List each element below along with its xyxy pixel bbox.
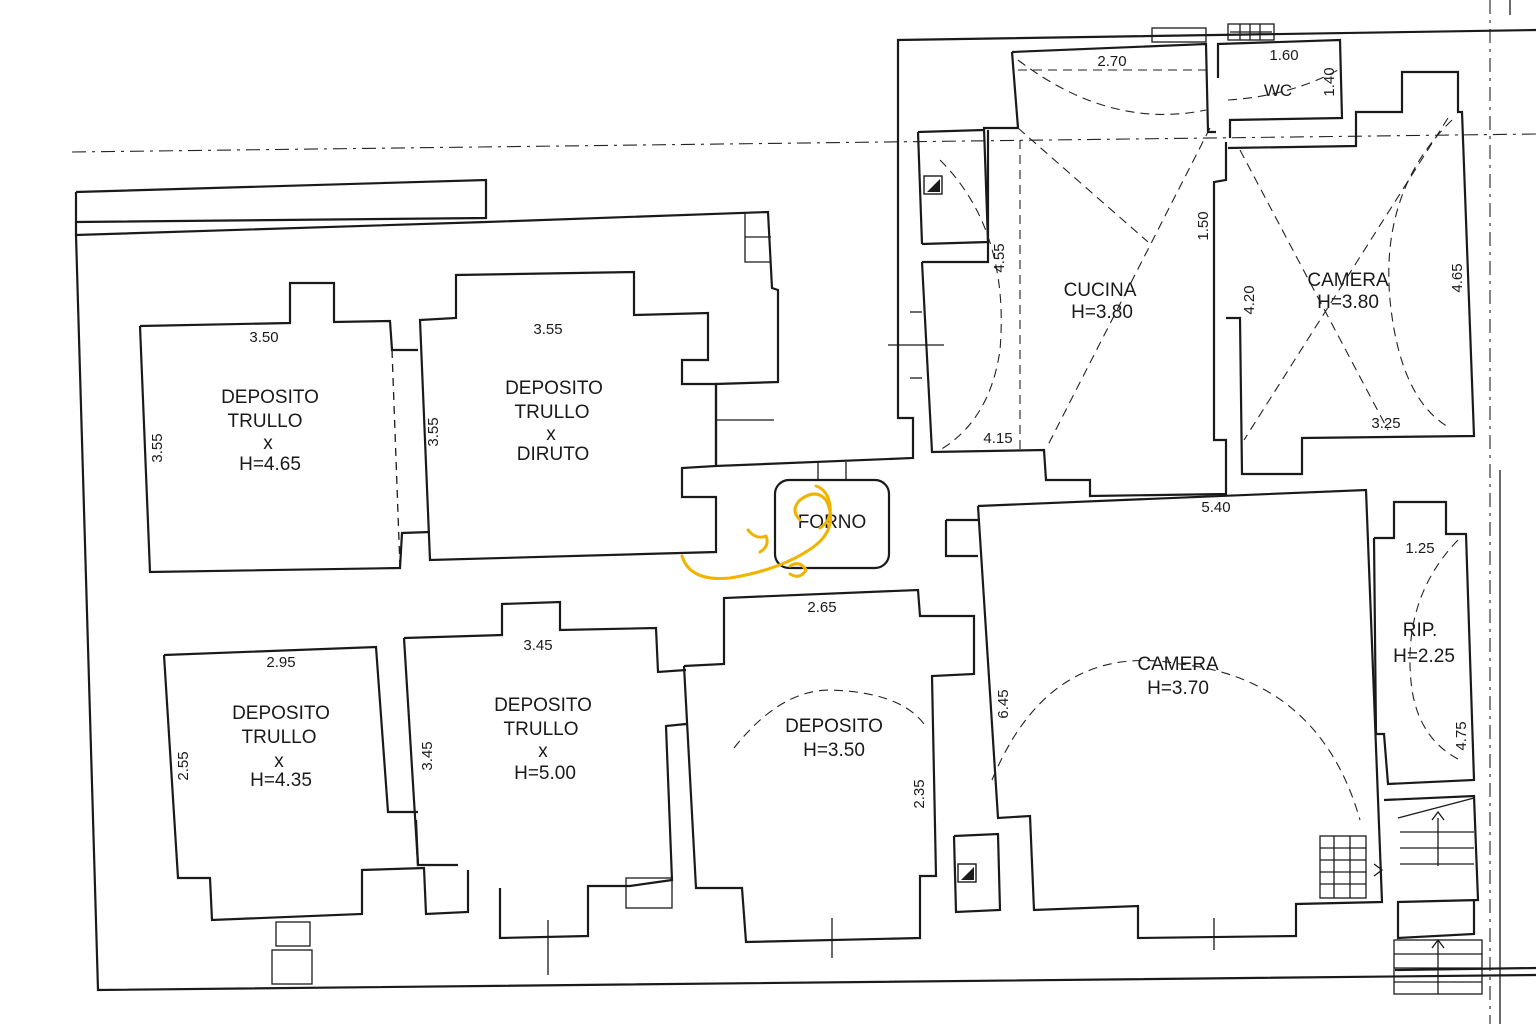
- dim-height: 6.45: [995, 689, 1012, 718]
- room-label: DIRUTO: [517, 444, 589, 465]
- room-height: H=3.80: [1317, 292, 1379, 313]
- room-label: DEPOSITO: [494, 695, 592, 716]
- room-label: x: [538, 741, 548, 762]
- dim-width: 3.55: [533, 321, 562, 338]
- room-height: H=5.00: [514, 763, 576, 784]
- room-height: H=4.65: [239, 454, 301, 475]
- room-label: CAMERA: [1137, 654, 1219, 675]
- room-camera-main: 5.40 6.45 CAMERA H=3.70: [944, 488, 1384, 950]
- room-height: H=3.70: [1147, 678, 1209, 699]
- room-label: x: [263, 433, 273, 454]
- room-forno: FORNO: [773, 462, 891, 570]
- room-wc: 1.60 1.40 WC: [1151, 23, 1344, 138]
- stairs-icon: [957, 863, 977, 883]
- dim-height: 4.20: [1241, 285, 1258, 314]
- room-label: DEPOSITO: [505, 378, 603, 399]
- room-label: DEPOSITO: [221, 387, 319, 408]
- dim-height: 3.55: [425, 417, 442, 446]
- dim-width: 2.70: [1097, 53, 1126, 70]
- room-label: x: [274, 751, 284, 772]
- room-deposito-trullo-2: 2.95 2.55 DEPOSITO TRULLO x H=4.35: [162, 645, 470, 985]
- stairs-icon: [923, 175, 943, 195]
- dim-width: 5.40: [1201, 499, 1230, 516]
- room-label: WC: [1264, 81, 1292, 100]
- reference-lines: [71, 0, 1536, 1024]
- room-label: CUCINA: [1064, 280, 1137, 301]
- dim-height: 1.40: [1321, 67, 1338, 96]
- room-cucina: 2.70 4.55 4.15 1.50 CUCINA H=3.80: [888, 42, 1228, 498]
- dim-height: 3.45: [419, 741, 436, 770]
- dim-height: 4.55: [991, 243, 1008, 272]
- room-camera-top: 4.20 4.65 3.25 CAMERA H=3.80: [1226, 70, 1476, 476]
- room-deposito-trullo-diruto: 3.55 3.55 DEPOSITO TRULLO x DIRUTO: [418, 270, 774, 562]
- room-label: RIP.: [1403, 620, 1438, 641]
- dim-height: 4.75: [1453, 721, 1470, 750]
- dim-width: 1.60: [1269, 47, 1298, 64]
- room-label: TRULLO: [228, 411, 303, 432]
- room-height: H=2.25: [1393, 646, 1455, 667]
- dim-height: 3.55: [149, 433, 166, 462]
- handwritten-scribble: [680, 484, 833, 581]
- arrow-icon: [1373, 810, 1445, 877]
- room-label: CAMERA: [1307, 270, 1389, 291]
- dim-width: 3.45: [523, 637, 552, 654]
- dim-height: 2.55: [175, 751, 192, 780]
- dim-height: 1.50: [1195, 211, 1212, 240]
- room-ripostiglio: 1.25 4.75 RIP. H=2.25: [1372, 500, 1483, 995]
- room-label: TRULLO: [515, 402, 590, 423]
- room-deposito: 2.65 2.35 DEPOSITO H=3.50: [682, 588, 976, 958]
- room-deposito-trullo-3: 3.45 3.45 DEPOSITO TRULLO x H=5.00: [402, 600, 687, 975]
- room-label: TRULLO: [242, 727, 317, 748]
- room-height: H=3.50: [803, 740, 865, 761]
- dim-width: 3.25: [1371, 415, 1400, 432]
- dim-width: 1.25: [1405, 540, 1434, 557]
- room-label: x: [546, 424, 556, 445]
- room-label: TRULLO: [504, 719, 579, 740]
- dim-height: 2.35: [911, 779, 928, 808]
- dim-width: 2.95: [266, 654, 295, 671]
- room-label: FORNO: [798, 512, 867, 533]
- dim-height: 4.65: [1449, 263, 1466, 292]
- room-deposito-trullo-1: 3.50 3.55 DEPOSITO TRULLO x H=4.65: [138, 281, 431, 574]
- dim-width: 3.50: [249, 329, 278, 346]
- dim-width: 2.65: [807, 599, 836, 616]
- dim-width: 4.15: [983, 430, 1012, 447]
- outer-walls: [74, 28, 1536, 992]
- room-label: DEPOSITO: [232, 703, 330, 724]
- room-height: H=3.80: [1071, 302, 1133, 323]
- room-height: H=4.35: [250, 770, 312, 791]
- room-label: DEPOSITO: [785, 716, 883, 737]
